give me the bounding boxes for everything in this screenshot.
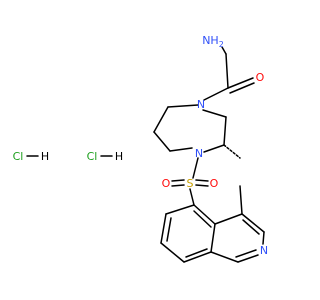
salt-h-label: H xyxy=(41,150,49,163)
bond-s-o2-b xyxy=(195,184,209,187)
bond-n4-s xyxy=(192,157,199,179)
salt-cl-label: Cl xyxy=(87,150,98,163)
ring-n1-label: N xyxy=(197,98,205,111)
bond-ar-d1 xyxy=(166,217,172,242)
bond-py-methyl xyxy=(239,185,243,215)
molecule-canvas: NH2 O N N S O O N Cl H Cl H xyxy=(12,34,269,263)
bond-s-o2-a xyxy=(195,179,209,182)
bond-c7-c6 xyxy=(223,116,227,146)
bond-c3-c4 xyxy=(153,131,171,152)
bond-c2-c3 xyxy=(153,106,169,133)
bond-ar-4 xyxy=(183,251,212,263)
bond-c6-methyl xyxy=(223,144,241,159)
sulfonyl-oxygen-left-label: O xyxy=(162,177,171,190)
bond-n1-c7 xyxy=(202,109,227,118)
isoquinoline-nitrogen-label: N xyxy=(260,244,268,257)
bond-py-d2 xyxy=(235,249,257,258)
bond-carbonyl-o-2 xyxy=(229,82,255,94)
bonds xyxy=(153,46,265,263)
salt-hcl-2: Cl H xyxy=(87,150,124,163)
bond-py-5 xyxy=(210,251,239,263)
bond-carbonyl-o-1 xyxy=(227,77,254,89)
bond-ar-5 xyxy=(210,223,216,253)
salt-h-label: H xyxy=(115,150,123,163)
bond-py-1 xyxy=(214,213,243,225)
bond-ar-2 xyxy=(160,213,167,244)
bond-s-o1-b xyxy=(171,184,185,187)
atom-labels: NH2 O N N S O O N xyxy=(162,34,268,257)
bond-py-2 xyxy=(241,213,265,233)
bond-ar-6 xyxy=(193,204,216,225)
bond-s-o1-a xyxy=(171,179,185,182)
bond-n1-c2 xyxy=(167,104,199,108)
bond-ar-3 xyxy=(160,242,185,263)
bond-c4-n4 xyxy=(169,147,193,152)
bond-py-4 xyxy=(237,254,259,263)
bond-ar-d3 xyxy=(193,210,212,228)
bond-ar-d2 xyxy=(185,248,208,258)
carbonyl-oxygen-label: O xyxy=(256,71,265,84)
bond-c6-n4 xyxy=(203,144,225,153)
sulfonyl-oxygen-right-label: O xyxy=(210,177,219,190)
bond-s-aryl xyxy=(189,188,195,206)
structure-drawing: NH2 O N N S O O N Cl H Cl H xyxy=(13,34,268,263)
bond-py-3 xyxy=(262,231,265,245)
bond-ch2-carbonyl xyxy=(225,53,229,89)
salt-cl-label: Cl xyxy=(13,150,24,163)
bond-nh2-ch2 xyxy=(221,46,227,55)
salt-hcl-1: Cl H xyxy=(13,150,50,163)
sulfur-label: S xyxy=(187,177,194,190)
ring-n4-label: N xyxy=(195,147,203,160)
bond-ar-1 xyxy=(165,204,195,215)
bond-py-d1 xyxy=(242,219,260,235)
bond-carbonyl-n1 xyxy=(203,87,229,101)
amine-label: NH2 xyxy=(202,34,224,49)
